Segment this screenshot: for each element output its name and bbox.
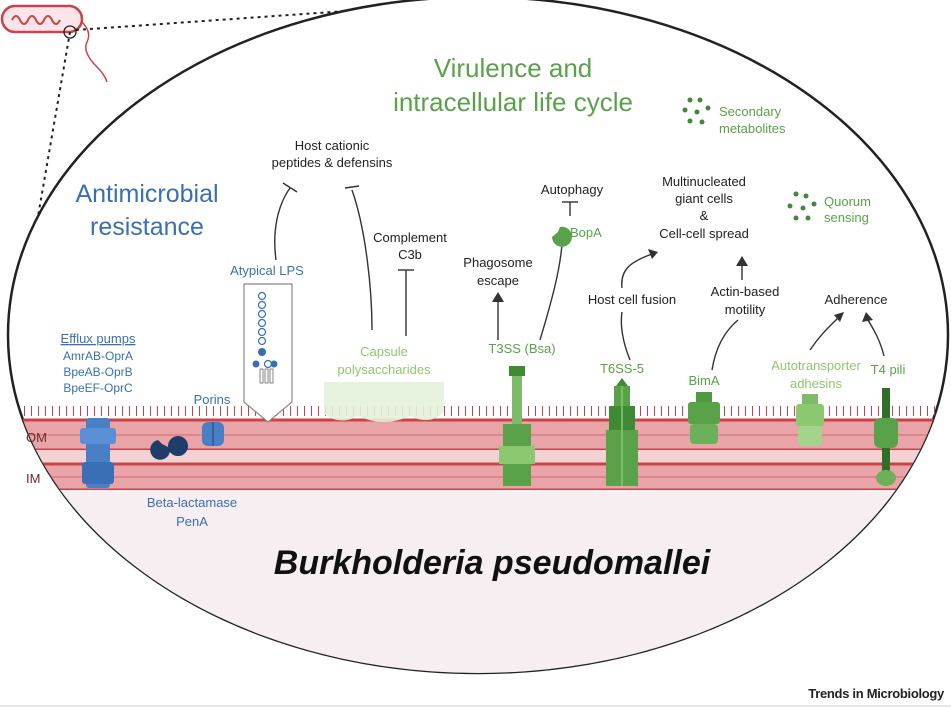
phagosome-line1: Phagosome [463, 255, 532, 270]
bacterium-icon [0, 4, 108, 83]
resistance-title-line2: resistance [90, 213, 204, 241]
inner-membrane-label: IM [26, 471, 40, 486]
autotransporter-shape [796, 394, 824, 446]
zoom-lines [19, 2, 461, 321]
inhibition-arrows-peptides [274, 182, 373, 331]
giant-cells-line3: & [700, 208, 709, 223]
t6ss-label: T6SS-5 [600, 361, 644, 376]
secondary-line2: metabolites [719, 121, 786, 136]
beta-lactamase-line2: PenA [176, 514, 208, 529]
secondary-metabolites-dots [682, 97, 711, 125]
resistance-title-line1: Antimicrobial [75, 180, 218, 208]
giant-cells-line2: giant cells [675, 191, 733, 206]
efflux-title: Efflux pumps [61, 331, 136, 346]
efflux-pump-shape [80, 418, 116, 488]
quorum-line1: Quorum [824, 194, 871, 209]
porins-label: Porins [194, 392, 231, 407]
capsule-line2: polysaccharides [337, 362, 431, 377]
quorum-sensing-dots [787, 191, 817, 221]
porin-shape [202, 422, 224, 446]
atypical-lps-label: Atypical LPS [230, 263, 304, 278]
arrows-adherence [809, 312, 885, 357]
capsule-shape [324, 382, 444, 422]
giant-cells-line4: Cell-cell spread [659, 226, 749, 241]
bopa-label: BopA [570, 225, 602, 240]
virulence-title-line2: intracellular life cycle [393, 87, 633, 117]
giant-cells-line1: Multinucleated [662, 174, 746, 189]
secondary-line1: Secondary [719, 104, 782, 119]
beta-lactamase-shape [150, 436, 188, 460]
autophagy-label: Autophagy [541, 182, 604, 197]
lps-box [243, 283, 293, 423]
t4-pili-label: T4 pili [871, 362, 906, 377]
outer-membrane-label: OM [26, 430, 47, 445]
complement-line2: C3b [398, 247, 422, 262]
bopa-shape [552, 226, 572, 247]
host-peptides-line1: Host cationic [295, 138, 370, 153]
capsule-line1: Capsule [360, 344, 408, 359]
inhibition-arrow-autophagy [539, 201, 578, 341]
autotransporter-line2: adhesins [790, 376, 843, 391]
bima-label: BimA [688, 373, 719, 388]
host-peptides-line2: peptides & defensins [272, 155, 393, 170]
actin-line2: motility [725, 302, 766, 317]
arrow-host-fusion [620, 249, 658, 361]
complement-line1: Complement [373, 230, 447, 245]
quorum-line2: sensing [824, 210, 869, 225]
organism-name: Burkholderia pseudomallei [274, 544, 712, 582]
phagosome-line2: escape [477, 273, 519, 288]
host-fusion-label: Host cell fusion [588, 292, 676, 307]
autotransporter-line1: Autotransporter [771, 358, 861, 373]
efflux-item-1: AmrAB-OprA [63, 349, 133, 363]
t3ss-shape [499, 366, 535, 486]
inhibition-arrow-complement [398, 269, 414, 336]
arrow-actin [711, 256, 748, 371]
arrow-phagosome [492, 292, 504, 340]
t4-pili-shape [874, 388, 898, 486]
efflux-item-2: BpeAB-OprB [63, 365, 132, 379]
t3ss-label: T3SS (Bsa) [488, 341, 555, 356]
virulence-title-line1: Virulence and [434, 53, 593, 83]
t6ss-shape [606, 378, 638, 486]
bima-shape [688, 392, 720, 444]
journal-credit: Trends in Microbiology [808, 686, 945, 701]
efflux-item-3: BpeEF-OprC [63, 381, 133, 395]
adherence-label: Adherence [825, 292, 888, 307]
actin-line1: Actin-based [711, 284, 780, 299]
beta-lactamase-line1: Beta-lactamase [147, 495, 237, 510]
